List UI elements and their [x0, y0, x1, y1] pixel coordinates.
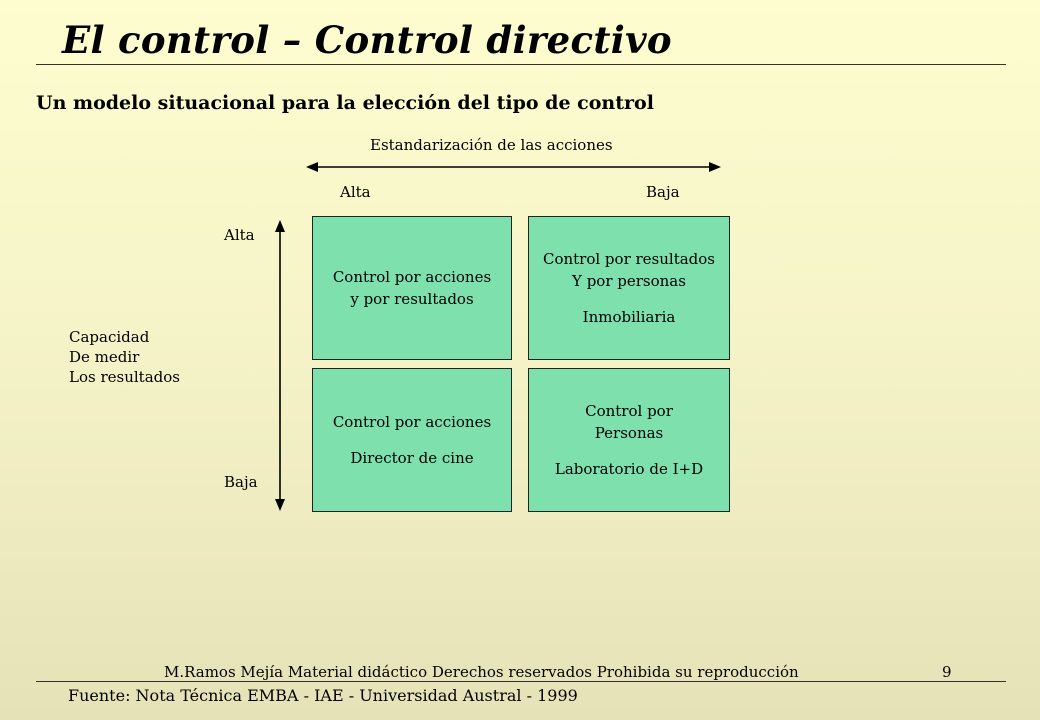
cell-text: Personas [594, 424, 664, 442]
horizontal-double-arrow [306, 162, 721, 172]
slide-subtitle: Un modelo situacional para la elección d… [36, 92, 654, 114]
cell-bottom-right: Control por Personas Laboratorio de I+D [528, 368, 730, 512]
vertical-axis-high-label: Alta [224, 226, 255, 244]
cell-example: Inmobiliaria [582, 308, 676, 326]
cell-text: Control por [585, 402, 673, 420]
cell-text: Control por acciones [332, 268, 492, 286]
cell-example: Laboratorio de I+D [554, 460, 704, 478]
vertical-axis-label: Capacidad De medir Los resultados [69, 327, 180, 387]
cell-top-right: Control por resultados Y por personas In… [528, 216, 730, 360]
horizontal-axis-high-label: Alta [340, 183, 371, 201]
cell-text: Control por resultados [542, 250, 716, 268]
cell-bottom-left: Control por acciones Director de cine [312, 368, 512, 512]
vertical-axis-label-line: Capacidad [69, 328, 150, 346]
vertical-axis-label-line: Los resultados [69, 368, 180, 386]
cell-top-left: Control por acciones y por resultados [312, 216, 512, 360]
footer-copyright: M.Ramos Mejía Material didáctico Derecho… [164, 663, 799, 681]
vertical-axis-low-label: Baja [224, 473, 258, 491]
cell-example: Director de cine [350, 449, 474, 467]
footer-divider [36, 681, 1006, 682]
cell-text: Y por personas [572, 272, 686, 290]
horizontal-axis-label: Estandarización de las acciones [370, 136, 613, 154]
slide-title: El control – Control directivo [62, 18, 672, 62]
cell-text: y por resultados [350, 290, 474, 308]
vertical-axis-label-line: De medir [69, 348, 140, 366]
vertical-double-arrow [275, 220, 285, 511]
cell-text: Control por acciones [332, 413, 492, 431]
horizontal-axis-low-label: Baja [646, 183, 680, 201]
source-note: Fuente: Nota Técnica EMBA - IAE - Univer… [68, 686, 578, 705]
title-divider [36, 64, 1006, 65]
page-number: 9 [942, 663, 952, 681]
